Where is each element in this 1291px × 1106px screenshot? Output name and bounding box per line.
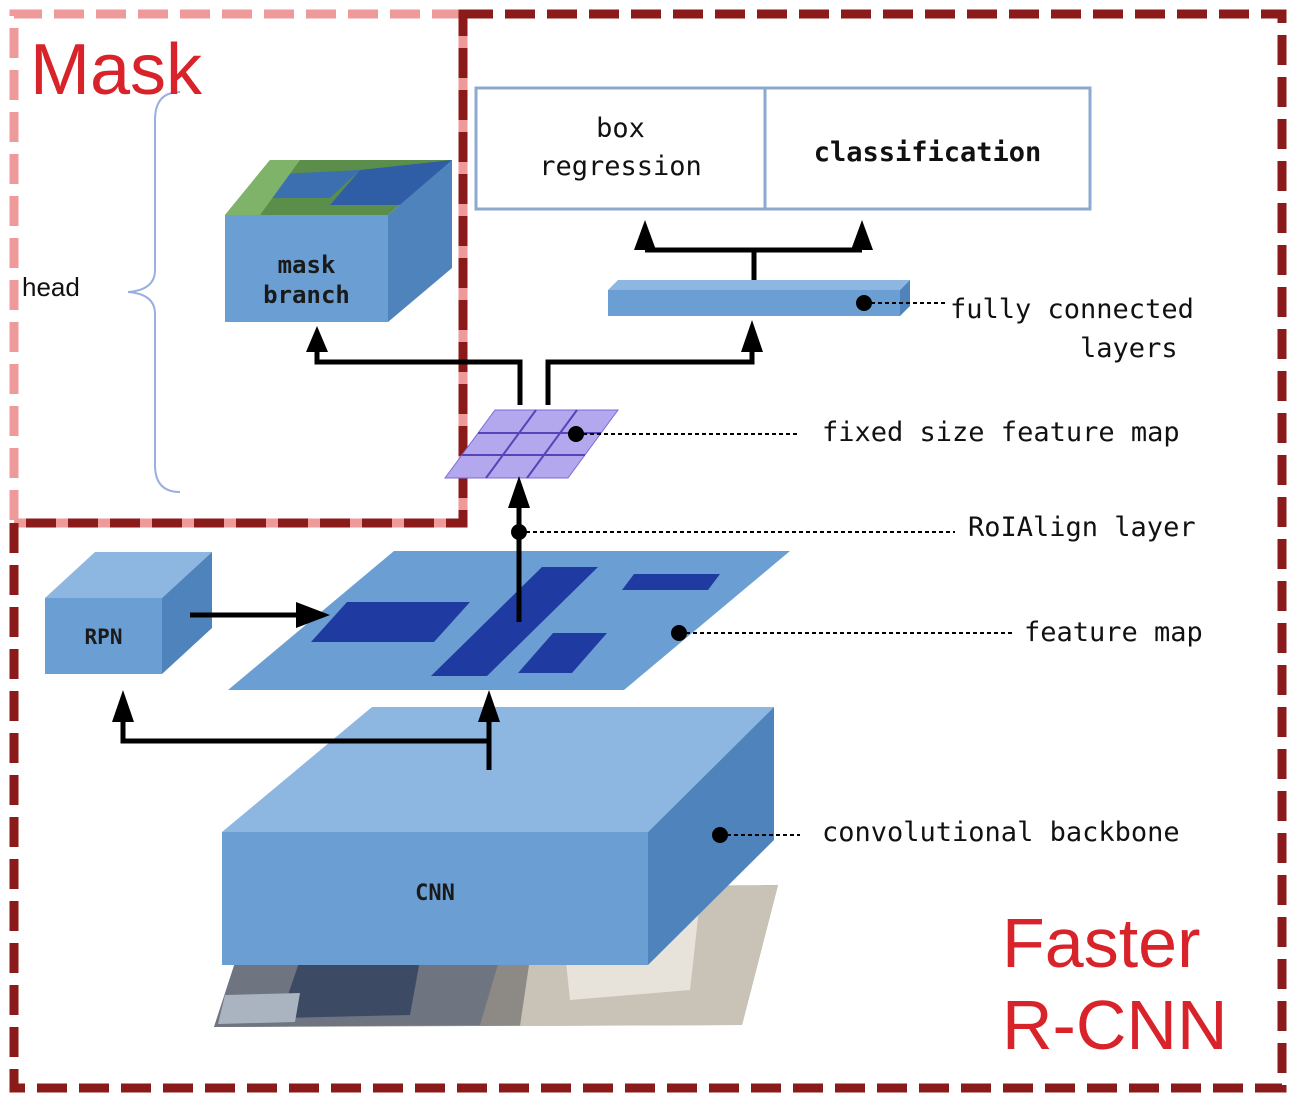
arrow-to-fc <box>545 346 755 405</box>
fixed-size-feature-map <box>444 409 619 479</box>
mask-region-label: Mask <box>30 30 203 110</box>
rpn-block <box>45 552 212 674</box>
box-regression-label: box regression <box>539 113 702 182</box>
roi-region-center <box>431 567 598 676</box>
roialign-layer-label: RoIAlign layer <box>968 512 1196 543</box>
convolutional-backbone-label: convolutional backbone <box>822 817 1180 848</box>
arrow-heads <box>112 220 873 722</box>
roi-region-left <box>311 602 470 642</box>
flow-arrows <box>120 247 862 770</box>
annotation-dots <box>511 295 872 843</box>
feature-map-label: feature map <box>1024 617 1203 648</box>
roi-region-topright <box>622 574 720 590</box>
fixed-size-feature-map-label: fixed size feature map <box>822 417 1180 448</box>
mask-branch-label: mask branch <box>263 251 350 309</box>
fully-connected-label: fully connected layers <box>950 294 1194 365</box>
rpn-label: RPN <box>84 625 123 649</box>
classification-label: classification <box>813 137 1042 168</box>
faster-rcnn-region-border <box>9 9 1287 1093</box>
arrow-cnn-to-rpn <box>120 715 489 744</box>
mask-region-border <box>9 9 468 528</box>
head-brace <box>127 91 181 493</box>
feature-map-plane <box>228 551 790 690</box>
cnn-block <box>222 707 774 965</box>
fully-connected-bar <box>608 280 910 316</box>
mask-branch-block <box>225 160 452 322</box>
cnn-label: CNN <box>415 881 455 906</box>
arrow-to-mask-branch <box>314 348 523 405</box>
faster-region-label-line1: Faster <box>1002 904 1201 982</box>
faster-region-label-line2: R-CNN <box>1002 986 1228 1064</box>
head-label: head <box>22 272 80 302</box>
roi-region-small <box>518 633 607 673</box>
annotation-leaders <box>519 302 1012 836</box>
output-table <box>474 86 1092 211</box>
